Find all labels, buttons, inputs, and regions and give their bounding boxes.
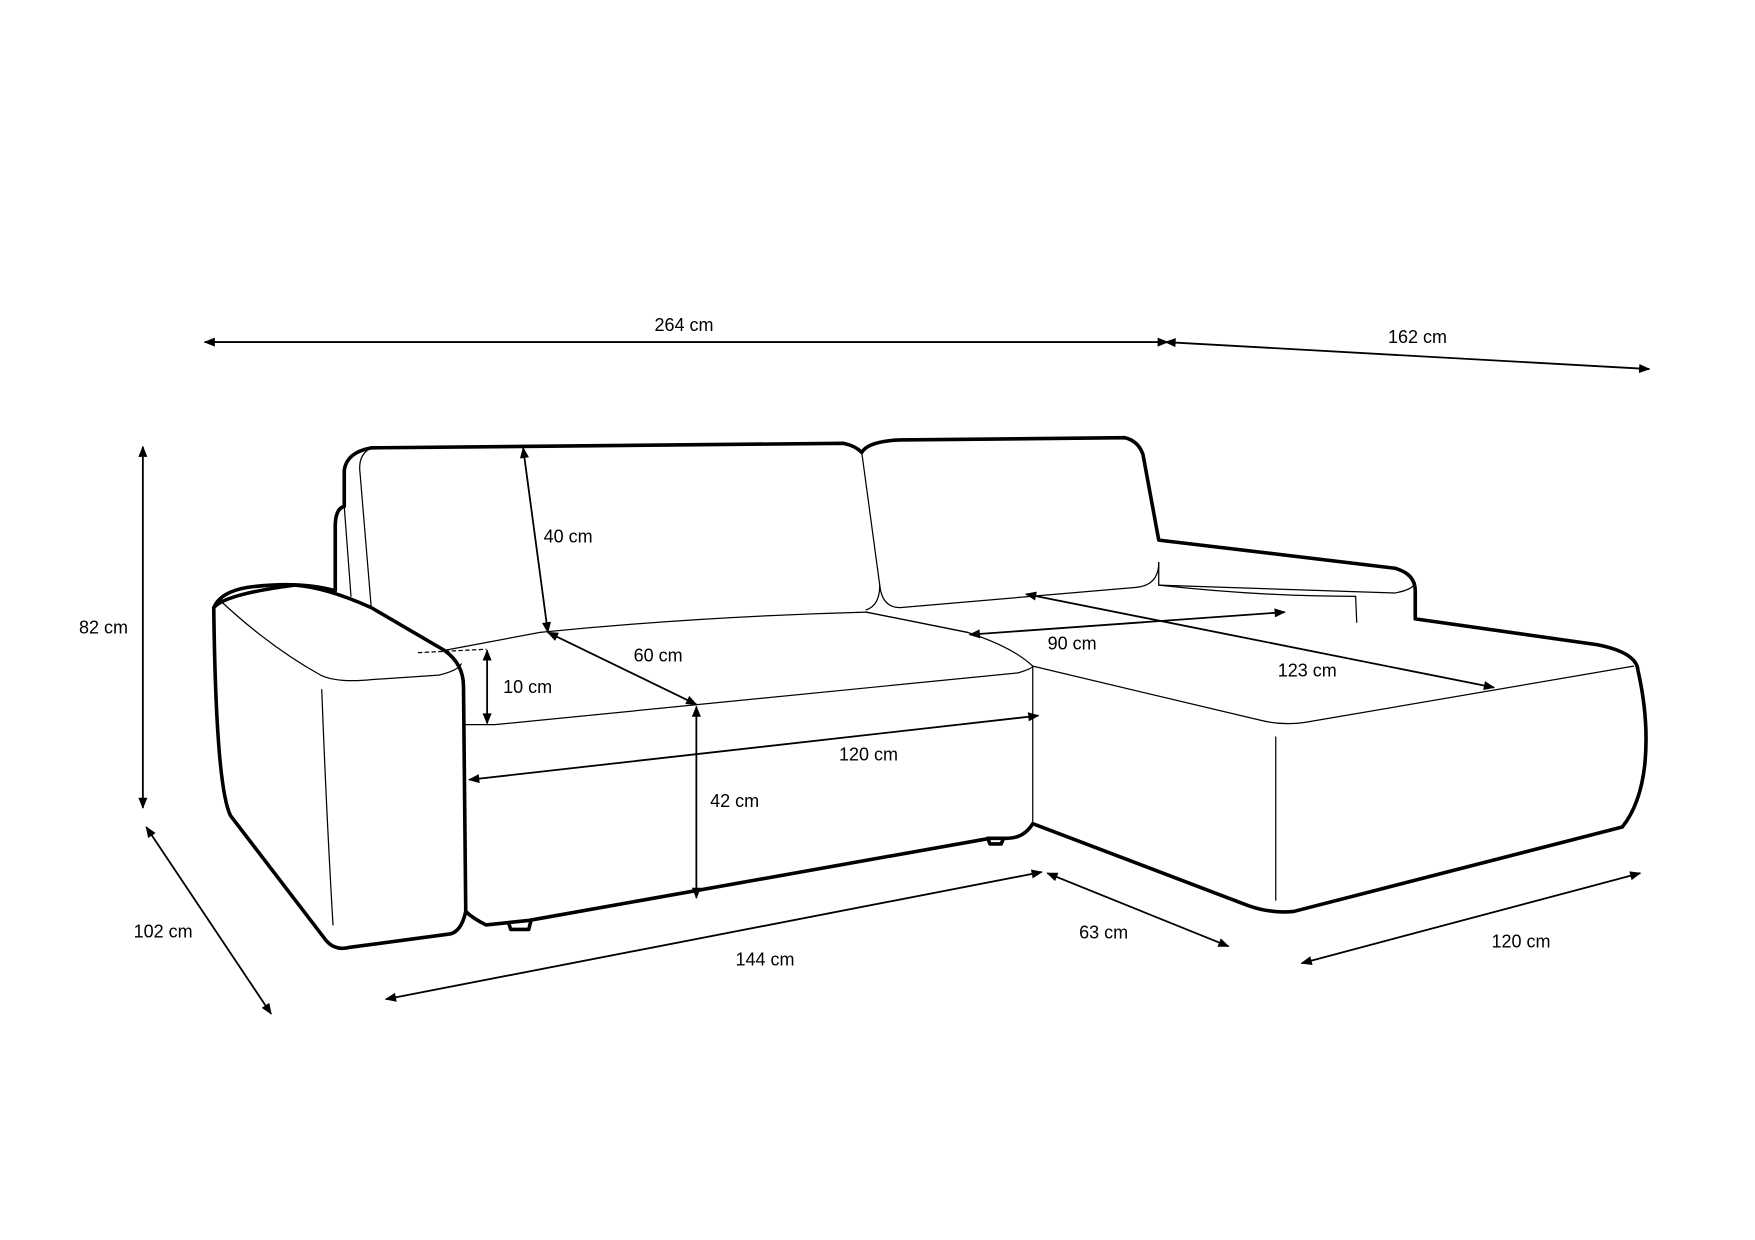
label-chaise-length: 120 cm — [1491, 931, 1550, 951]
dimension-lines — [138, 337, 1651, 1015]
foot — [985, 836, 1006, 846]
dim-arrow-144 — [384, 869, 1043, 1002]
label-main-length: 144 cm — [735, 949, 794, 969]
dim-arrow-60 — [546, 631, 698, 706]
label-chaise-depth: 162 cm — [1388, 327, 1447, 347]
label-chaise-seat-width: 90 cm — [1048, 633, 1097, 653]
label-total-height: 82 cm — [79, 618, 128, 638]
dim-arrow-63 — [1046, 872, 1230, 948]
label-chaise-offset: 63 cm — [1079, 922, 1128, 942]
dim-arrow-120-seat — [468, 712, 1040, 784]
label-backrest-height: 40 cm — [544, 526, 593, 546]
label-chaise-seat-length: 123 cm — [1278, 660, 1337, 680]
left-armrest — [211, 583, 468, 914]
dim-arrow-40 — [520, 446, 551, 634]
dim-arrow-120-chaise — [1300, 871, 1642, 965]
label-seat-height: 42 cm — [710, 791, 759, 811]
dimension-labels: 264 cm 162 cm 82 cm 40 cm 60 cm 10 cm 90… — [79, 315, 1551, 970]
dim-arrow-102 — [145, 826, 272, 1015]
dim-arrow-162 — [1164, 338, 1651, 374]
dim-arrow-90 — [968, 608, 1286, 639]
sofa-drawing — [211, 435, 1648, 951]
label-total-depth: 102 cm — [134, 921, 193, 941]
label-armrest-above-seat: 10 cm — [503, 677, 552, 697]
label-seat-depth: 60 cm — [634, 646, 683, 666]
label-total-width: 264 cm — [654, 315, 713, 335]
dim-arrow-123 — [1024, 591, 1496, 690]
sofa-back-outline — [211, 435, 1648, 951]
label-seat-width: 120 cm — [839, 745, 898, 765]
